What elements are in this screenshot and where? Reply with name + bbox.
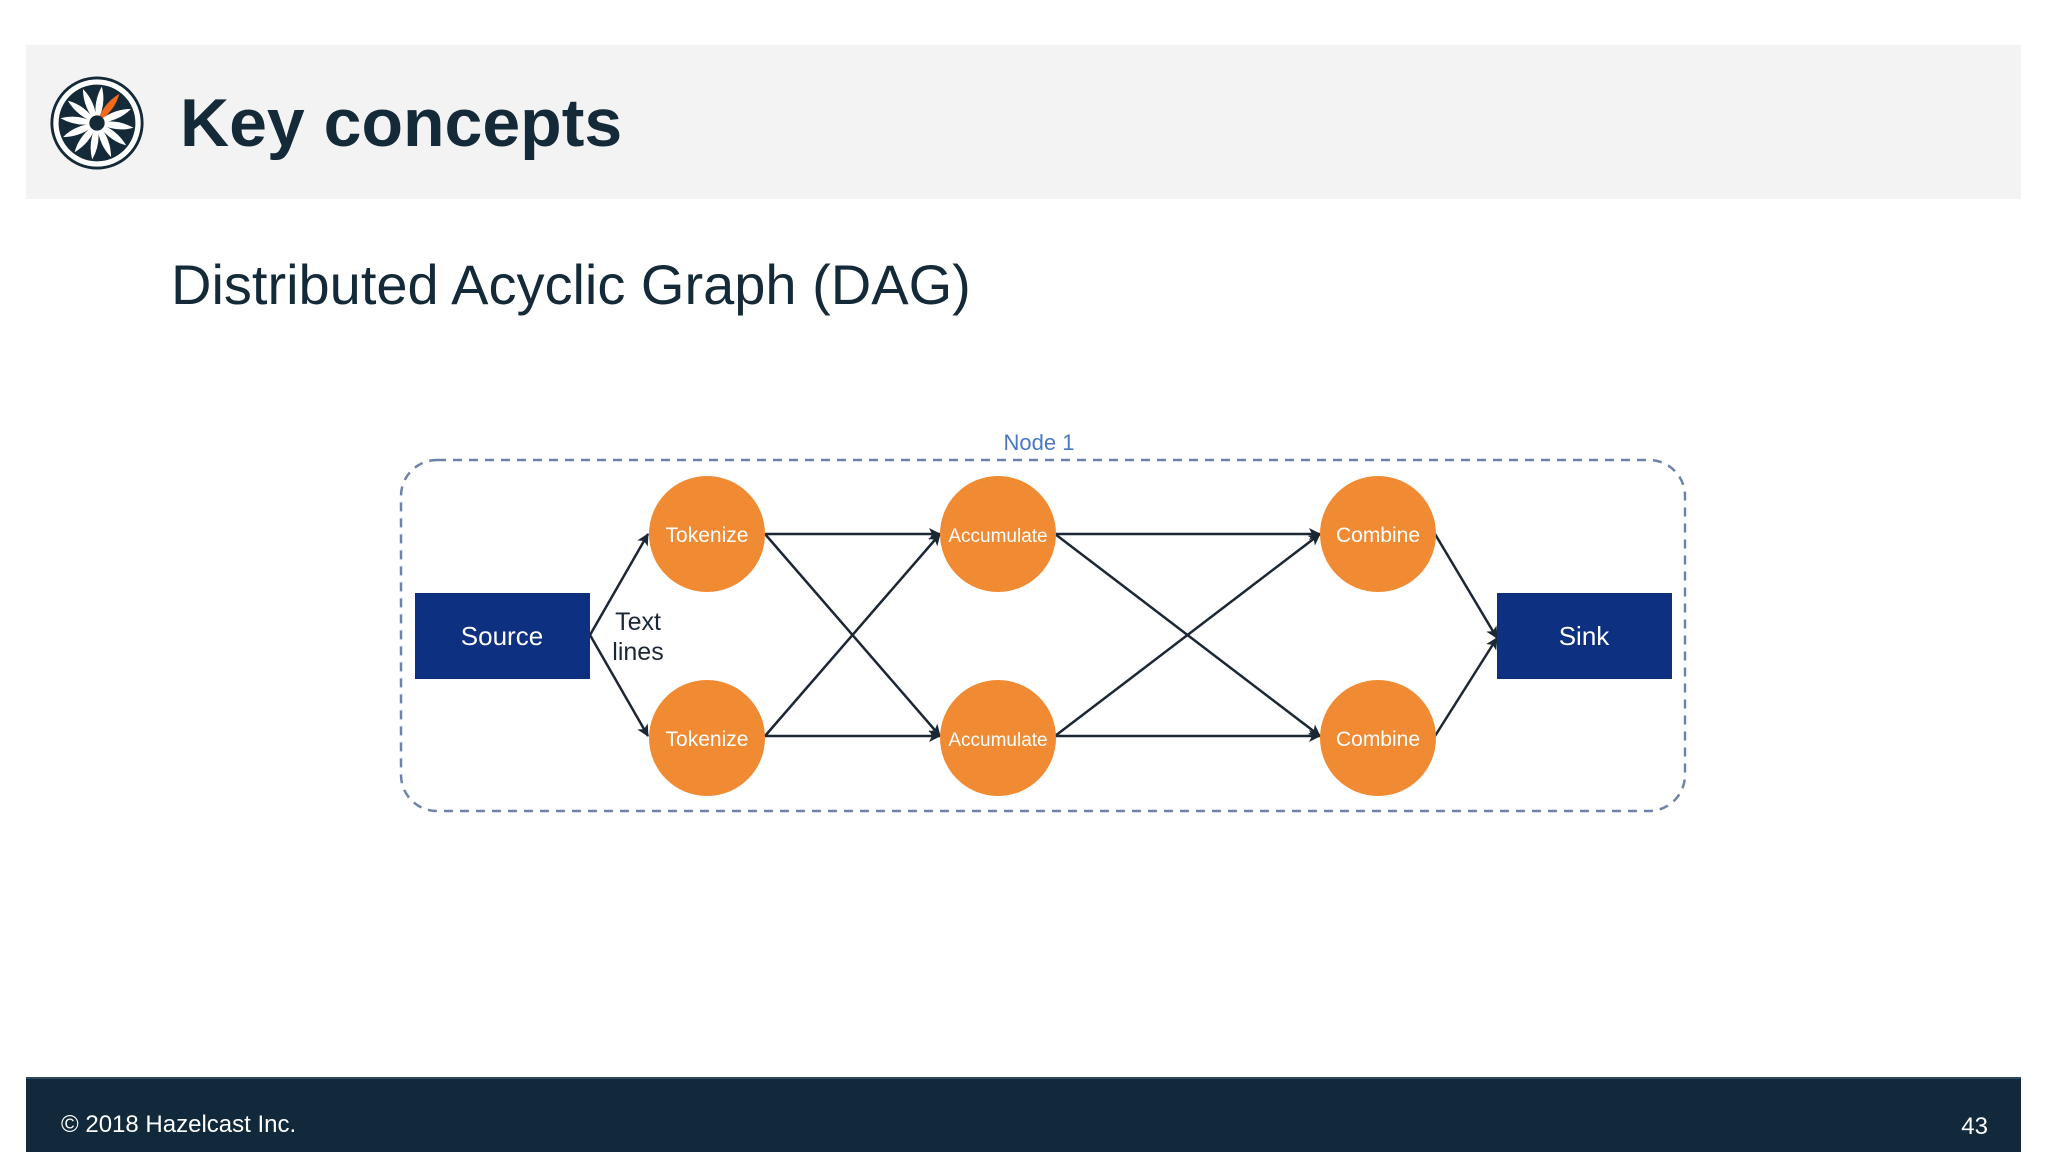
accumulate-top-label: Accumulate	[948, 526, 1047, 547]
edge-accumulate-bottom-combine-top	[1054, 533, 1321, 737]
tokenize-bottom-label: Tokenize	[666, 728, 749, 751]
hazelcast-turbine-icon	[50, 76, 144, 170]
accumulate-top-vertex	[940, 476, 1056, 592]
tokenize-top-vertex	[649, 476, 765, 592]
edge-label-lines: lines	[612, 638, 663, 666]
combine-top-label: Combine	[1336, 524, 1420, 547]
dag-edges	[588, 528, 1499, 742]
node-group-boundary	[399, 458, 1687, 813]
source-label: Source	[461, 621, 543, 651]
edge-label-text: Text	[615, 608, 661, 636]
edge-combine-top-sink	[1433, 533, 1499, 639]
combine-bottom-vertex	[1320, 680, 1436, 796]
edge-combine-bottom-sink	[1433, 637, 1499, 737]
accumulate-bottom-vertex	[940, 680, 1056, 796]
tokenize-bottom-vertex	[649, 680, 765, 796]
sink-label: Sink	[1559, 621, 1611, 651]
edge-source-tokenize-bottom	[588, 634, 650, 737]
combine-bottom-label: Combine	[1336, 728, 1420, 751]
combine-top-vertex	[1320, 476, 1436, 592]
slide-subtitle: Distributed Acyclic Graph (DAG)	[171, 253, 971, 316]
node-group-label: Node 1	[1004, 430, 1075, 455]
edge-tokenize-bottom-accumulate-top	[764, 533, 941, 737]
header-band	[26, 45, 2021, 199]
tokenize-top-label: Tokenize	[666, 524, 749, 547]
accumulate-bottom-label: Accumulate	[948, 730, 1047, 751]
copyright-text: © 2018 Hazelcast Inc.	[61, 1111, 297, 1138]
slide-title: Key concepts	[180, 85, 623, 161]
sink-vertex	[1497, 593, 1672, 679]
footer-bar: © 2018 Hazelcast Inc. 43	[26, 1077, 2021, 1152]
page-number: 43	[1961, 1113, 1988, 1140]
source-vertex	[415, 593, 590, 679]
edge-source-tokenize-top	[588, 533, 650, 636]
